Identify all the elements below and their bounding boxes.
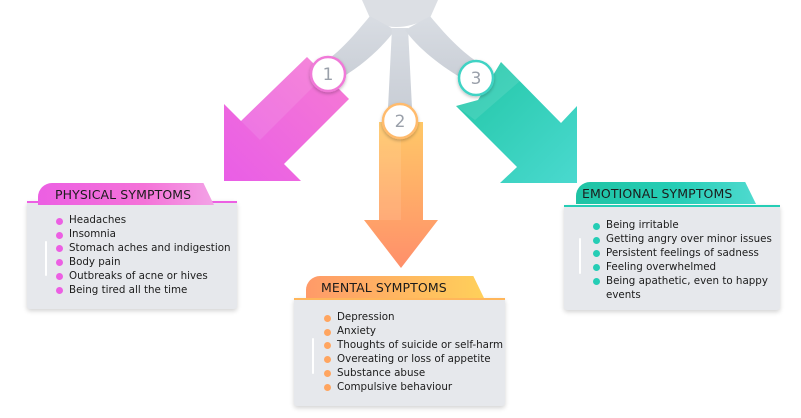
physical-title: PHYSICAL SYMPTOMS (55, 187, 192, 202)
symptom-item: Compulsive behaviour (324, 381, 503, 395)
symptom-item: Insomnia (56, 228, 231, 242)
symptom-item: Being apathetic, even to happy (593, 275, 772, 289)
mental-title: MENTAL SYMPTOMS (321, 280, 447, 295)
symptom-item: Persistent feelings of sadness (593, 247, 772, 261)
emotional-title: EMOTIONAL SYMPTOMS (582, 186, 733, 201)
emotional-card-divider (579, 238, 581, 274)
symptom-item: Substance abuse (324, 367, 503, 381)
symptom-item: Headaches (56, 214, 231, 228)
badge-2-number: 2 (395, 112, 406, 132)
symptom-item: Feeling overwhelmed (593, 261, 772, 275)
symptom-item: Body pain (56, 256, 231, 270)
symptom-item: Overeating or loss of appetite (324, 353, 503, 367)
physical-title-tab: PHYSICAL SYMPTOMS (38, 183, 214, 205)
badge-1-number: 1 (323, 65, 334, 85)
symptom-item: Getting angry over minor issues (593, 233, 772, 247)
symptom-item: Being tired all the time (56, 284, 231, 298)
emotional-card (564, 205, 780, 310)
connector-splitter (318, 0, 484, 108)
emotional-card-accent (564, 205, 780, 207)
symptom-item-continuation: events (606, 288, 641, 301)
mental-card-accent (294, 298, 505, 300)
physical-card-divider (45, 241, 47, 276)
symptom-item: Anxiety (324, 325, 503, 339)
badge-3: 3 (457, 59, 495, 97)
mental-card-divider (312, 338, 314, 374)
symptom-item: Stomach aches and indigestion (56, 242, 231, 256)
badge-2: 2 (381, 102, 419, 140)
symptom-item: Thoughts of suicide or self-harm (324, 339, 503, 353)
symptom-item: Being irritable (593, 219, 772, 233)
arrow-mental (364, 122, 438, 268)
mental-title-tab: MENTAL SYMPTOMS (306, 276, 484, 298)
symptom-item: Outbreaks of acne or hives (56, 270, 231, 284)
badge-1: 1 (309, 55, 347, 93)
symptom-item: Depression (324, 311, 503, 325)
badge-3-number: 3 (471, 69, 482, 89)
emotional-title-tab: EMOTIONAL SYMPTOMS (576, 182, 756, 204)
